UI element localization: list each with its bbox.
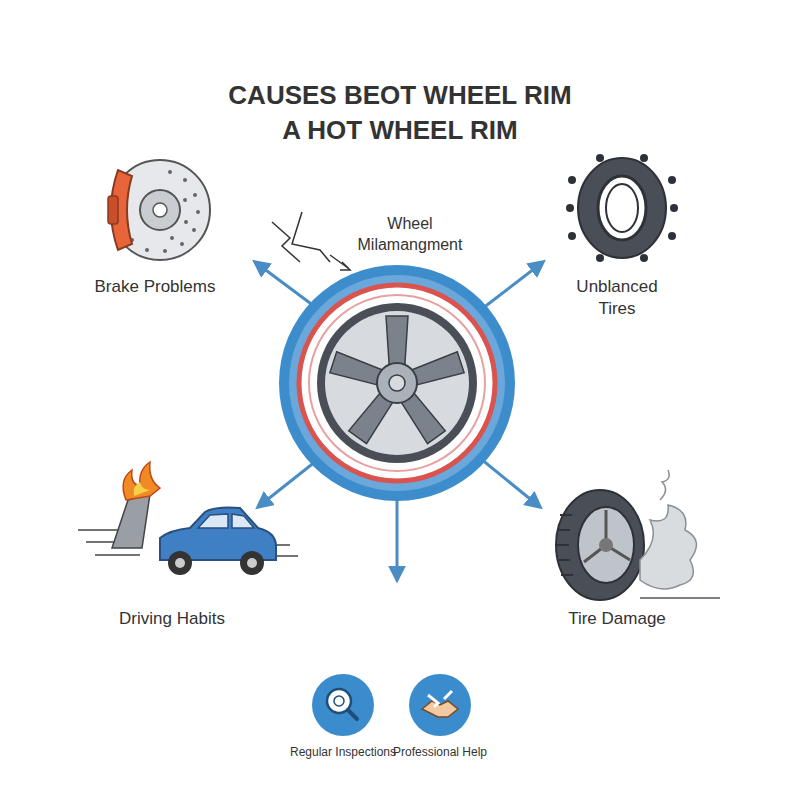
help-circle: Regular Inspections xyxy=(311,673,375,737)
annotation-label: Wheel Milamangment xyxy=(350,214,470,256)
help-circle: Professional Help xyxy=(408,673,472,737)
wheel-illustration xyxy=(279,265,515,501)
circle-shape xyxy=(408,673,472,737)
cause-label: Tire Damage xyxy=(507,608,727,630)
cause-arrows xyxy=(255,262,543,580)
circle-caption: Professional Help xyxy=(368,745,512,759)
circle-shape xyxy=(311,673,375,737)
diagram-title: CAUSES BEOT WHEEL RIM A HOT WHEEL RIM xyxy=(220,78,580,148)
damaged-tire-icon xyxy=(556,470,720,600)
cause-label: Unblanced Tires xyxy=(562,276,672,320)
cause-label: Driving Habits xyxy=(62,608,282,630)
brake-disc-icon xyxy=(108,160,210,260)
cause-label: Brake Problems xyxy=(45,276,265,298)
car-icon xyxy=(78,462,298,575)
zigzag-marks xyxy=(272,212,350,270)
tire-icon xyxy=(566,154,678,262)
